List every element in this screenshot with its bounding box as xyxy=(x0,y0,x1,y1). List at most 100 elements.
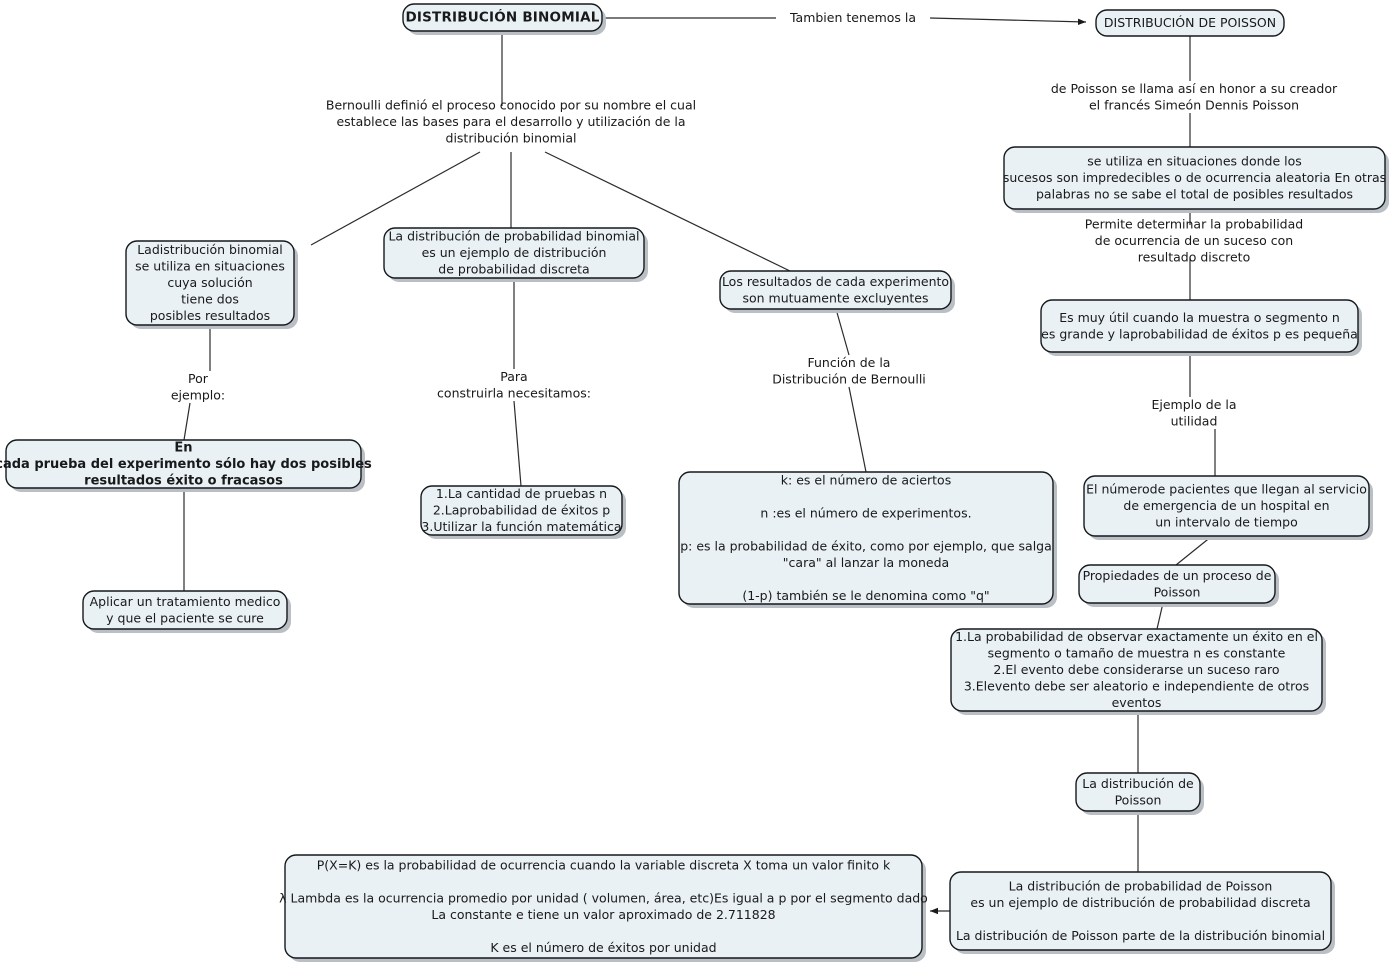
node-line: es un ejemplo de distribución xyxy=(422,245,607,260)
node-label: La distribución de probabilidad binomial… xyxy=(388,228,639,276)
edge-label-to-poisson xyxy=(929,17,1087,25)
edge-bernoulli-to-excluyentes xyxy=(544,151,791,272)
node-label: La distribución de Poisson xyxy=(1082,775,1194,807)
node-background xyxy=(1075,772,1201,812)
edge-excluyentes-to-funcion xyxy=(835,308,850,356)
node-line: de emergencia de un hospital en xyxy=(1123,498,1329,513)
node-line xyxy=(602,923,606,938)
node-propiedades-lista[interactable]: 1.La probabilidad de observar exactament… xyxy=(950,628,1326,716)
node-line: sucesos son impredecibles o de ocurrenci… xyxy=(1003,170,1386,185)
node-label: se utiliza en situaciones donde los suces… xyxy=(1003,153,1386,201)
node-line: 2.Laprobabilidad de éxitos p xyxy=(433,502,610,517)
node-bernoulli-parametros[interactable]: k: es el número de aciertos n :es el núm… xyxy=(678,471,1057,608)
node-propiedades-proceso[interactable]: Propiedades de un proceso de Poisson xyxy=(1078,564,1279,607)
link-label-line: ejemplo: xyxy=(171,387,225,402)
link-label-line: Función de la xyxy=(808,354,891,369)
link-label-line: Bernoulli definió el proceso conocido po… xyxy=(326,97,696,112)
link-label-line: de Poisson se llama así en honor a su cr… xyxy=(1051,80,1338,95)
node-line: se utiliza en situaciones donde los xyxy=(1087,153,1302,168)
node-line: y que el paciente se cure xyxy=(106,610,264,625)
node-line: cada prueba del experimento sólo hay dos… xyxy=(0,457,372,472)
node-label: DISTRIBUCIÓN DE POISSON xyxy=(1104,15,1276,30)
node-line: eventos xyxy=(1112,695,1162,710)
node-line: La distribución de xyxy=(1082,775,1194,790)
node-line: un intervalo de tiempo xyxy=(1155,514,1298,529)
node-la-distribucion-poisson[interactable]: La distribución de Poisson xyxy=(1075,772,1204,815)
node-poisson-discreta[interactable]: La distribución de probabilidad de Poiss… xyxy=(949,871,1335,954)
link-label-line: el francés Simeón Dennis Poisson xyxy=(1089,97,1299,112)
edge-layer xyxy=(183,17,1216,915)
link-label-honor-creador: de Poisson se llama así en honor a su cr… xyxy=(1051,80,1338,112)
node-background xyxy=(678,471,1054,605)
edge-propiedades-to-lista xyxy=(1156,602,1164,630)
node-binomial-title[interactable]: DISTRIBUCIÓN BINOMIAL xyxy=(402,3,606,35)
node-line: El númerode pacientes que llegan al serv… xyxy=(1086,481,1367,496)
node-background xyxy=(1083,475,1370,537)
node-background xyxy=(1095,9,1285,37)
node-binomial-discreta[interactable]: La distribución de probabilidad binomial… xyxy=(383,227,648,282)
node-line: P(X=K) es la probabilidad de ocurrencia … xyxy=(317,857,891,872)
link-label-line: Ejemplo de la xyxy=(1152,396,1237,411)
node-poisson-util[interactable]: Es muy útil cuando la muestra o segmento… xyxy=(1040,299,1362,356)
node-line: Propiedades de un proceso de xyxy=(1083,567,1272,582)
node-poisson-sucesos[interactable]: se utiliza en situaciones donde los suces… xyxy=(1003,146,1389,213)
link-label-line: Para xyxy=(500,368,527,383)
edge-bernoulli-to-uso xyxy=(310,151,481,246)
node-line: Poisson xyxy=(1115,792,1162,807)
node-label: DISTRIBUCIÓN BINOMIAL xyxy=(405,8,599,26)
node-background xyxy=(1040,299,1359,353)
node-background xyxy=(402,3,603,32)
node-line: La distribución de probabilidad de Poiss… xyxy=(1009,878,1273,893)
node-background xyxy=(719,270,952,310)
node-background xyxy=(1003,146,1386,210)
link-label-line: establece las bases para el desarrollo y… xyxy=(336,114,685,129)
edge-funcion-to-parametros xyxy=(848,386,867,473)
node-background xyxy=(950,628,1323,712)
node-background xyxy=(284,854,923,959)
node-line: segmento o tamaño de muestra n es consta… xyxy=(988,645,1286,660)
node-line: palabras no se sabe el total de posibles… xyxy=(1036,186,1353,201)
node-label: P(X=K) es la probabilidad de ocurrencia … xyxy=(279,857,928,955)
node-line xyxy=(1139,911,1143,926)
node-line: (1-p) también se le denomina como "q" xyxy=(742,587,989,602)
node-label: Es muy útil cuando la muestra o segmento… xyxy=(1041,309,1358,341)
node-poisson-title[interactable]: DISTRIBUCIÓN DE POISSON xyxy=(1095,9,1285,37)
node-poisson-hospital[interactable]: El númerode pacientes que llegan al serv… xyxy=(1083,475,1373,540)
node-line: 1.La cantidad de pruebas n xyxy=(436,486,607,501)
link-label-tambien-tenemos-la: Tambien tenemos la xyxy=(789,10,916,25)
node-line xyxy=(602,873,606,888)
node-line: Poisson xyxy=(1154,584,1201,599)
node-background xyxy=(125,240,295,326)
node-line: se utiliza en situaciones xyxy=(135,258,285,273)
node-line: resultados éxito o fracasos xyxy=(84,473,283,488)
node-background xyxy=(1078,564,1276,604)
node-line: DISTRIBUCIÓN DE POISSON xyxy=(1104,15,1276,30)
node-line: La distribución de probabilidad binomial xyxy=(388,228,639,243)
node-line: p: es la probabilidad de éxito, como por… xyxy=(680,538,1052,553)
node-line: Es muy útil cuando la muestra o segmento… xyxy=(1059,309,1340,324)
node-line: "cara" al lanzar la moneda xyxy=(783,554,949,569)
node-poisson-formula-terms[interactable]: P(X=K) es la probabilidad de ocurrencia … xyxy=(279,854,928,962)
node-line xyxy=(864,521,868,536)
node-label: Propiedades de un proceso de Poisson xyxy=(1083,567,1272,599)
edge-para-to-lista xyxy=(513,400,522,487)
link-label-line: utilidad xyxy=(1171,413,1218,428)
node-label: La distribución de probabilidad de Poiss… xyxy=(956,878,1325,943)
node-line: es grande y laprobabilidad de éxitos p e… xyxy=(1041,326,1358,341)
node-line xyxy=(864,488,868,503)
node-line: λ Lambda es la ocurrencia promedio por u… xyxy=(279,890,928,905)
link-label-line: Tambien tenemos la xyxy=(789,10,916,25)
link-label-line: construirla necesitamos: xyxy=(437,385,591,400)
